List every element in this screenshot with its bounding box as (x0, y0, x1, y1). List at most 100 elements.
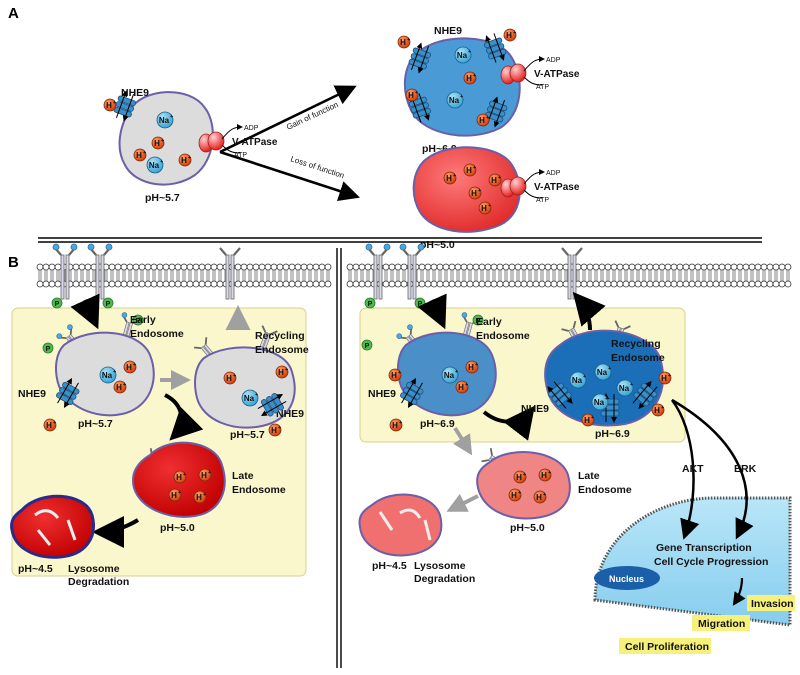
nhe9-early-right-label: NHE9 (368, 388, 396, 400)
svg-text:H: H (654, 406, 660, 415)
nhe9-left-label: NHE9 (18, 388, 46, 400)
proton-ion: H+ (178, 153, 192, 167)
svg-text:H: H (491, 176, 497, 185)
receptor (219, 247, 241, 300)
svg-text:P: P (106, 301, 111, 308)
svg-text:H: H (584, 416, 590, 425)
vesicle-loss: pH~5.0 (412, 146, 521, 251)
proton-ion: H+ (581, 413, 595, 427)
svg-text:H: H (466, 166, 472, 175)
svg-text:Na: Na (102, 371, 113, 380)
late-endosome-right-label-1: Late (578, 470, 600, 482)
svg-text:P: P (365, 343, 370, 350)
erk-arrow (671, 398, 754, 540)
sodium-ion: Na+ (99, 366, 117, 384)
nhe9-recycling-right-label: NHE9 (521, 403, 549, 415)
nucleus-label: Nucleus (609, 574, 644, 584)
svg-text:+: + (668, 373, 671, 379)
nhe9-normal-label: NHE9 (121, 87, 149, 99)
adp-label: ADP (546, 57, 561, 64)
plasma-membrane-left (36, 263, 332, 288)
svg-text:Na: Na (159, 116, 170, 125)
proton-ion: H+ (168, 488, 182, 502)
nhe9-transporter (600, 393, 620, 423)
svg-text:+: + (143, 150, 146, 156)
receptor: P (51, 243, 78, 309)
svg-text:+: + (285, 367, 288, 373)
svg-text:P: P (55, 301, 60, 308)
svg-text:H: H (468, 363, 474, 372)
proton-ion: H+ (533, 490, 547, 504)
lysosome-left-label-1: Lysosome (68, 563, 120, 575)
sodium-ion: Na+ (594, 363, 612, 381)
svg-text:H: H (181, 156, 187, 165)
adp-label: ADP (244, 125, 259, 132)
to-lysosome-arrow-left (92, 515, 140, 548)
svg-text:P: P (418, 301, 423, 308)
svg-text:+: + (399, 420, 402, 426)
svg-text:Na: Na (444, 371, 455, 380)
proton-ion: H+ (478, 201, 492, 215)
svg-text:H: H (408, 91, 414, 100)
svg-text:P: P (46, 346, 51, 353)
ligand (52, 243, 60, 251)
proton-ion: H+ (538, 468, 552, 482)
late-endosome-right-label-2: Endosome (578, 484, 632, 496)
svg-text:+: + (160, 159, 163, 165)
svg-text:H: H (458, 383, 464, 392)
gene-transcription-label: Gene Transcription (656, 542, 752, 554)
svg-text:+: + (583, 374, 586, 380)
svg-text:+: + (608, 366, 611, 372)
svg-text:+: + (415, 90, 418, 96)
to-lysosome-arrow-right (446, 493, 479, 512)
proton-ion: H+ (651, 403, 665, 417)
receptor: P (399, 243, 426, 309)
gain-arrow (219, 85, 357, 154)
proton-ion: H+ (468, 186, 482, 200)
ph-early-right: pH~6.9 (420, 418, 455, 430)
early-endosome-right-label-2: Endosome (476, 330, 530, 342)
svg-text:H: H (226, 374, 232, 383)
ph-normal: pH~5.7 (145, 192, 180, 204)
ph-late-left: pH~5.0 (160, 522, 195, 534)
svg-text:+: + (475, 362, 478, 368)
sodium-ion: Na+ (156, 111, 174, 129)
sodium-ion: Na+ (454, 46, 472, 64)
cell-cycle-label: Cell Cycle Progression (654, 556, 768, 568)
ph-lysosome-left: pH~4.5 (18, 563, 53, 575)
early-endosome-left-label-1: Early (130, 314, 156, 326)
nhe9-transporter (400, 378, 424, 408)
lysosome-right-label-1: Lysosome (414, 560, 466, 572)
ph-late-right: pH~5.0 (510, 522, 545, 534)
late-endosome-right: Late Endosome pH~5.0 (476, 451, 632, 534)
ph-recycling-left: pH~5.7 (230, 429, 265, 441)
svg-text:H: H (541, 471, 547, 480)
phospho-badge: P (42, 342, 54, 354)
recycling-endosome-left-label-2: Endosome (255, 344, 309, 356)
svg-text:+: + (53, 420, 56, 426)
loss-arrow (219, 150, 360, 202)
proton-ion: H+ (123, 360, 137, 374)
left-internalization-arrow (70, 293, 100, 330)
to-recycling-arrow-right (482, 405, 535, 441)
svg-text:+: + (498, 175, 501, 181)
svg-text:+: + (208, 470, 211, 476)
svg-text:+: + (523, 472, 526, 478)
erk-label: ERK (734, 463, 757, 475)
recycling-endosome-left-label-1: Recycling (255, 330, 305, 342)
svg-text:+: + (113, 369, 116, 375)
akt-label: AKT (682, 463, 704, 475)
proton-ion: H+ (173, 470, 187, 484)
svg-text:H: H (446, 174, 452, 183)
nhe9-recycling-left-label: NHE9 (276, 408, 304, 420)
atp-label: ATP (234, 152, 247, 159)
svg-text:+: + (455, 369, 458, 375)
svg-text:+: + (513, 30, 516, 36)
atp-label: ATP (536, 84, 549, 91)
svg-text:+: + (473, 73, 476, 79)
invasion-badge (747, 595, 795, 611)
svg-text:+: + (113, 100, 116, 106)
svg-text:H: H (481, 204, 487, 213)
